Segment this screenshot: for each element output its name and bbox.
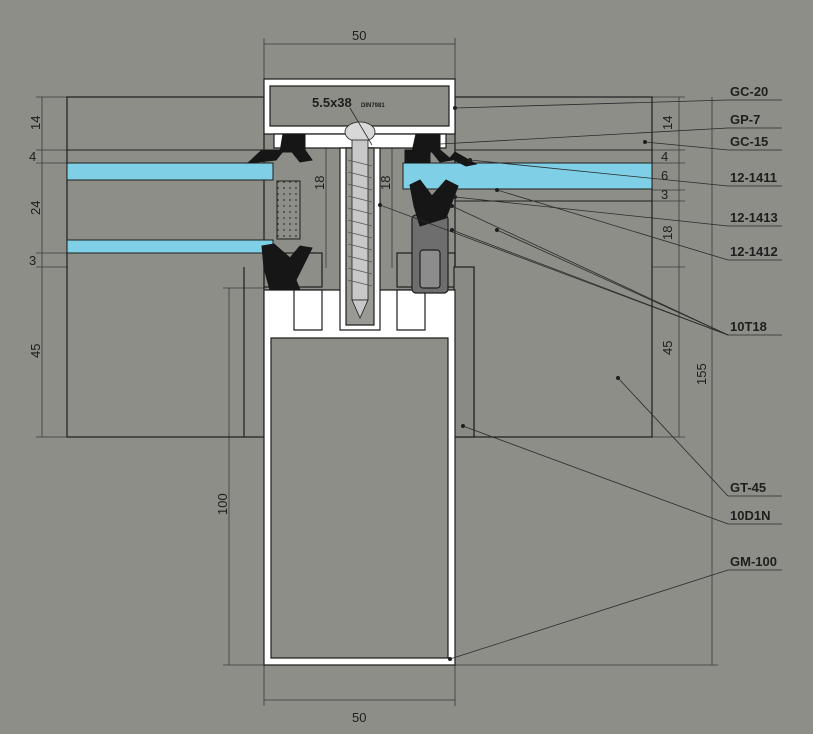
dim-left-4: 4: [29, 149, 36, 164]
leader-lines: [349, 99, 729, 660]
callout-underlines: [728, 99, 782, 571]
dim-right-6: 6: [661, 168, 668, 183]
dim-inner-18-right: 18: [378, 176, 393, 190]
callout-gm-100: GM-100: [730, 554, 777, 569]
callout-gc-15: GC-15: [730, 134, 768, 149]
glass-right: [402, 162, 653, 190]
callout-12-1411: 12-1411: [730, 170, 777, 185]
callout-10d1n: 10D1N: [730, 508, 770, 523]
dim-left-100: 100: [215, 493, 230, 515]
dim-right-45: 45: [660, 341, 675, 355]
gasket-inner-left: [261, 243, 313, 291]
dim-bottom-width: 50: [352, 710, 366, 725]
spacer-bar: [276, 180, 301, 240]
callout-12-1412: 12-1412: [730, 244, 778, 259]
dim-top-width: 50: [352, 28, 366, 43]
dim-right-155: 155: [694, 363, 709, 385]
screw: [344, 121, 376, 319]
glass-inner-left: [66, 239, 274, 254]
callout-gp-7: GP-7: [730, 112, 760, 127]
callout-gt-45: GT-45: [730, 480, 766, 495]
dim-left-14: 14: [28, 116, 43, 130]
screw-standard-label: DIN7981: [361, 103, 385, 109]
dim-right-3: 3: [661, 187, 668, 202]
dim-right-14: 14: [660, 116, 675, 130]
screw-size-label: 5.5x38: [312, 95, 352, 110]
callout-12-1413: 12-1413: [730, 210, 778, 225]
dim-right-4: 4: [661, 149, 668, 164]
dim-inner-18-left: 18: [312, 176, 327, 190]
gaskets: [246, 133, 478, 291]
gasket-inner-right: [409, 179, 459, 227]
dim-left-24: 24: [28, 201, 43, 215]
leader-dots: [378, 106, 647, 661]
dim-left-3: 3: [29, 253, 36, 268]
insulation-panels: [66, 96, 653, 438]
dim-left-45: 45: [28, 344, 43, 358]
callout-10t18: 10T18: [730, 319, 767, 334]
callout-gc-20: GC-20: [730, 84, 768, 99]
glass-outer-left: [66, 162, 274, 181]
dimension-lines: [36, 38, 718, 706]
dim-right-18: 18: [660, 226, 675, 240]
